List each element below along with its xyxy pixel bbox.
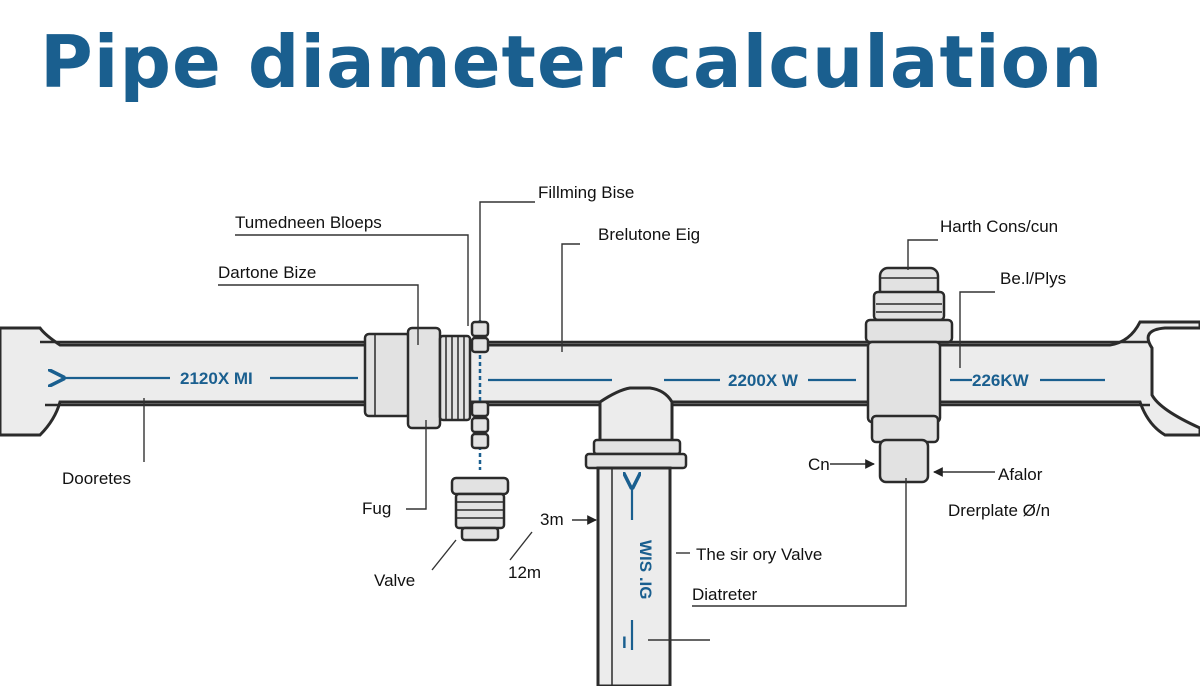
valve-stem — [470, 320, 490, 470]
label-fug: Fug — [362, 499, 391, 518]
label-brelutone-eig: Brelutone Eig — [598, 225, 700, 244]
label-dartone-bize: Dartone Bize — [218, 263, 316, 282]
label-3m: 3m — [540, 510, 564, 529]
tee-branch — [584, 386, 688, 686]
label-afalor: Afalor — [998, 465, 1043, 484]
dim-left-run: 2120X MI — [180, 369, 253, 388]
dim-vertical-run: WIS .IG — [636, 540, 655, 600]
page-title: Pipe diameter calculation — [40, 20, 1104, 104]
coupling-left — [363, 326, 472, 430]
valve-body-small — [450, 476, 510, 542]
label-valve: Valve — [374, 571, 415, 590]
label-filming-bise: Fillming Bise — [538, 183, 634, 202]
label-tumedneen-bloeps: Tumedneen Bloeps — [235, 213, 382, 232]
label-cn: Cn — [808, 455, 830, 474]
label-dooretes: Dooretes — [62, 469, 131, 488]
label-the-sir-valve: The sir ory Valve — [696, 545, 822, 564]
label-harth-cons: Harth Cons/cun — [940, 217, 1058, 236]
label-bel-plys: Be.l/Plys — [1000, 269, 1066, 288]
label-diatreter: Diatreter — [692, 585, 758, 604]
cross-fitting-right — [864, 266, 954, 484]
dim-right-run: 226KW — [972, 371, 1030, 390]
label-drerplate: Drerplate Ø/n — [948, 501, 1050, 520]
dim-middle-run: 2200X W — [728, 371, 799, 390]
label-12m: 12m — [508, 563, 541, 582]
dim-bottom-mark: I — [622, 633, 627, 652]
